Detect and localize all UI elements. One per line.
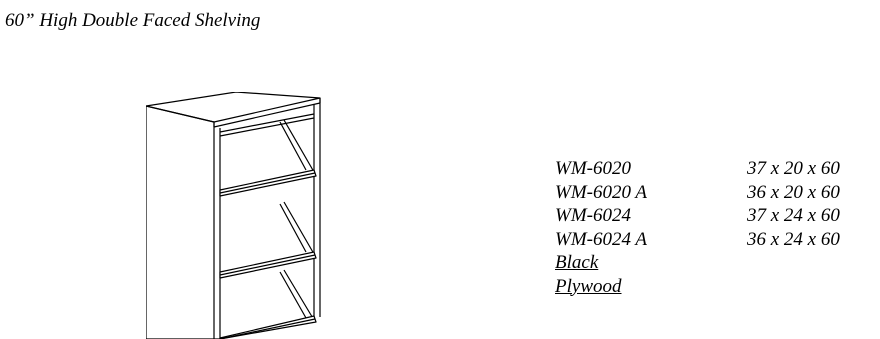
spec-row: WM-6024 A 36 x 24 x 60 bbox=[555, 228, 880, 252]
shelving-unit-illustration bbox=[146, 92, 321, 339]
spec-row: WM-6020 A 36 x 20 x 60 bbox=[555, 181, 880, 205]
model-number: WM-6024 A bbox=[555, 228, 647, 250]
spec-row: WM-6024 37 x 24 x 60 bbox=[555, 204, 880, 228]
finish-option-black: Black bbox=[555, 252, 599, 273]
model-dimensions: 37 x 20 x 60 bbox=[747, 158, 840, 179]
model-dimensions: 36 x 20 x 60 bbox=[747, 181, 840, 203]
model-number: WM-6020 bbox=[555, 158, 631, 179]
model-number: WM-6024 bbox=[555, 205, 631, 226]
model-spec-list: WM-6020 37 x 20 x 60 WM-6020 A 36 x 20 x… bbox=[555, 157, 880, 298]
model-dimensions: 37 x 24 x 60 bbox=[747, 205, 840, 226]
spec-row: WM-6020 37 x 20 x 60 bbox=[555, 157, 880, 181]
finish-option-plywood: Plywood bbox=[555, 275, 622, 297]
model-dimensions: 36 x 24 x 60 bbox=[747, 228, 840, 250]
document-title: 60” High Double Faced Shelving bbox=[5, 10, 261, 31]
model-number: WM-6020 A bbox=[555, 181, 647, 203]
